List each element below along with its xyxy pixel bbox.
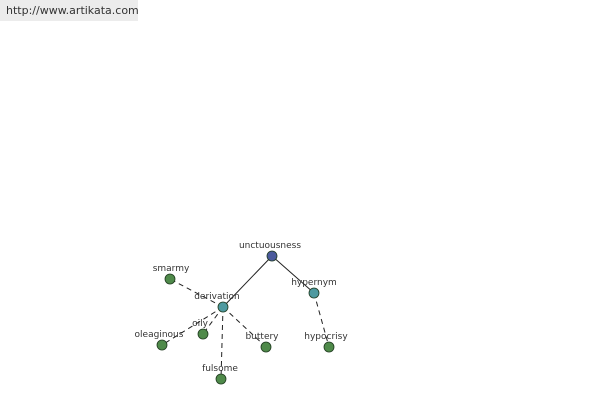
node-label-hypocrisy[interactable]: hypocrisy (304, 332, 348, 342)
node-buttery[interactable] (260, 341, 272, 353)
node-hypocrisy[interactable] (323, 341, 335, 353)
graph-nodes: unctuousness derivation hypernym smarmy oily… (135, 241, 348, 385)
edge-unctuousness-hypernym (271, 255, 315, 294)
node-label-hypernym[interactable]: hypernym (291, 278, 337, 288)
node-label-oleaginous[interactable]: oleaginous (135, 330, 184, 340)
node-smarmy[interactable] (164, 273, 176, 285)
edge-unctuousness-derivation (222, 255, 273, 308)
edge-derivation-oleaginous (161, 306, 224, 346)
node-label-buttery[interactable]: buttery (245, 332, 279, 342)
node-label-smarmy[interactable]: smarmy (153, 264, 190, 274)
url-bar[interactable]: http://www.artikata.com (0, 0, 139, 21)
node-hypernym[interactable] (308, 287, 320, 299)
node-oily[interactable] (197, 328, 209, 340)
site-url[interactable]: http://www.artikata.com (6, 4, 139, 17)
node-label-fulsome[interactable]: fulsome (202, 364, 238, 374)
edge-derivation-smarmy (169, 278, 224, 308)
node-label-oily[interactable]: oily (192, 319, 209, 329)
edge-derivation-fulsome (220, 306, 224, 380)
node-label-derivation[interactable]: derivation (194, 292, 240, 302)
graph-edges (161, 255, 330, 380)
edge-derivation-oily (202, 306, 224, 335)
node-unctuousness[interactable] (266, 250, 278, 262)
node-derivation[interactable] (217, 301, 229, 313)
edge-hypernym-hypocrisy (313, 292, 330, 348)
node-oleaginous[interactable] (156, 339, 168, 351)
node-label-unctuousness[interactable]: unctuousness (239, 241, 301, 251)
edge-derivation-buttery (222, 306, 267, 348)
node-fulsome[interactable] (215, 373, 227, 385)
